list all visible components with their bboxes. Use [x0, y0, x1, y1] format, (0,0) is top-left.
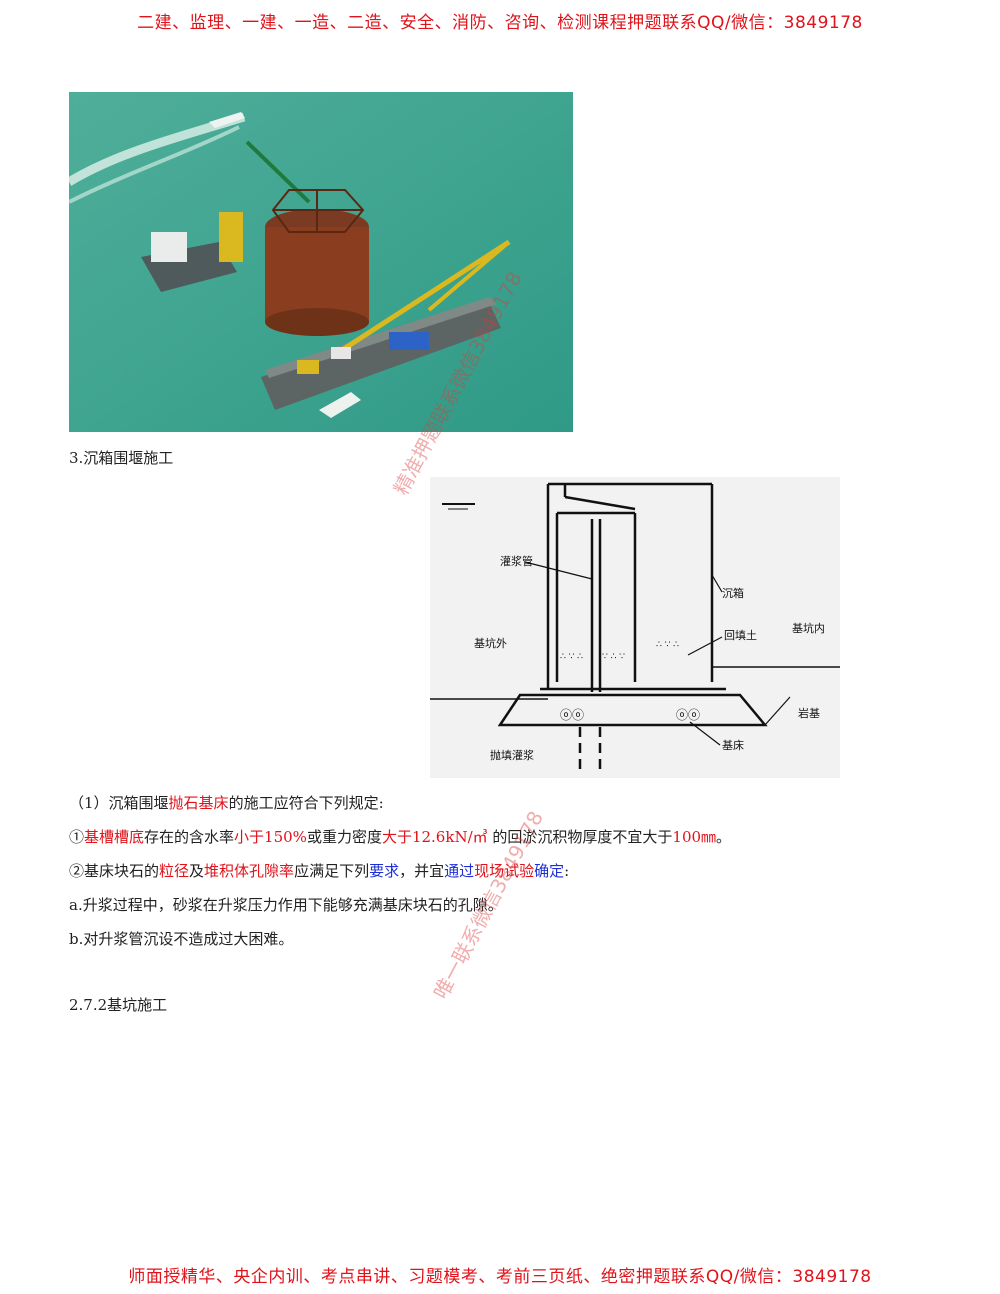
label-inside-pit: 基坑内 [792, 621, 825, 635]
svg-text:∴ ∵ ∴: ∴ ∵ ∴ [560, 652, 583, 662]
svg-text:ⓞⓞ: ⓞⓞ [676, 708, 700, 722]
header-banner: 二建、监理、一建、一造、二造、安全、消防、咨询、检测课程押题联系QQ/微信：38… [137, 13, 863, 33]
svg-text:ⓞⓞ: ⓞⓞ [560, 708, 584, 722]
paragraph-1: （1）沉箱围堰抛石基床的施工应符合下列规定: [69, 794, 384, 812]
caisson-cofferdam-diagram: 灌浆管 沉箱 基坑外 基坑内 回填土 岩基 基床 抛填灌浆 ∴ ∵ ∴ ∵ ∴ … [430, 477, 840, 778]
label-outside-pit: 基坑外 [474, 636, 507, 650]
paragraph-2: ①基槽槽底存在的含水率小于150%或重力密度大于12.6kN/㎥ 的回淤沉积物厚… [69, 828, 732, 846]
label-rock-base: 岩基 [798, 706, 820, 720]
section-title: 3.沉箱围堰施工 [69, 449, 174, 467]
paragraph-4: a.升浆过程中，砂浆在升浆压力作用下能够充满基床块石的孔隙。 [69, 896, 503, 914]
svg-text:∴ ∵ ∴: ∴ ∵ ∴ [656, 640, 679, 650]
svg-text:∵ ∴ ∵: ∵ ∴ ∵ [602, 652, 625, 662]
label-caisson: 沉箱 [722, 586, 744, 600]
label-grout-pipe: 灌浆管 [500, 554, 533, 568]
footer-banner: 师面授精华、央企内训、考点串讲、习题模考、考前三页纸、绝密押题联系QQ/微信：3… [128, 1267, 872, 1287]
next-section-title: 2.7.2基坑施工 [69, 996, 168, 1014]
label-bedding: 基床 [722, 738, 744, 752]
label-grouting-pipe: 抛填灌浆 [490, 748, 534, 762]
label-backfill: 回填土 [724, 628, 757, 642]
paragraph-3: ②基床块石的粒径及堆积体孔隙率应满足下列要求，并宜通过现场试验确定: [69, 862, 570, 880]
caisson-construction-photo [69, 92, 573, 432]
paragraph-5: b.对升浆管沉设不造成过大困难。 [69, 930, 294, 948]
